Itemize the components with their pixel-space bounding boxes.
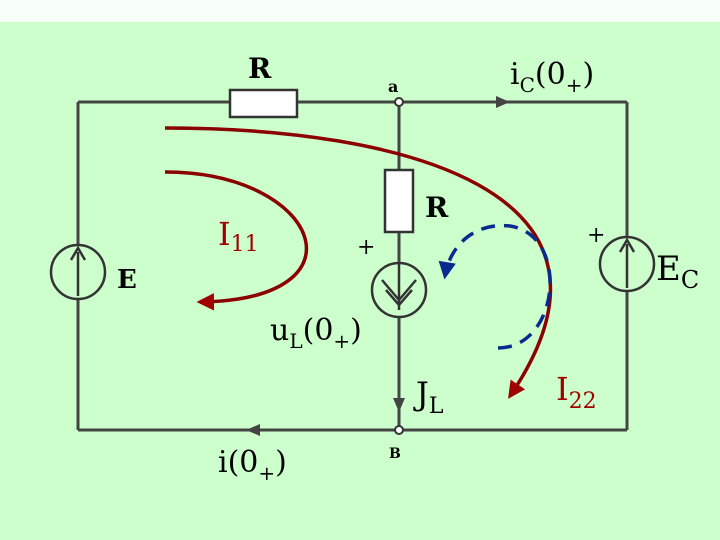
voltage-source-ec — [598, 235, 656, 293]
label-ic: iC(0+) — [510, 57, 594, 97]
label-i0: i(0+) — [218, 445, 287, 485]
label-r-top: R — [248, 52, 272, 85]
circuit-wires — [76, 100, 629, 432]
label-plus-right: + — [587, 223, 605, 248]
resistor-top — [228, 88, 299, 119]
current-source-jl — [370, 261, 428, 319]
voltage-source-e — [49, 243, 107, 301]
slide-background — [0, 22, 720, 540]
resistor-middle — [383, 168, 415, 234]
label-i11: I11 — [218, 215, 259, 257]
label-ul: uL(0+) — [270, 313, 362, 353]
label-r-middle: R — [425, 191, 449, 224]
jl-direction-arrow — [393, 398, 405, 412]
loop-current-i22-arrow — [164, 126, 553, 399]
label-node-b: B — [389, 446, 401, 462]
label-plus-left: + — [357, 235, 375, 260]
ic-direction-arrow — [496, 96, 510, 108]
i0-direction-arrow — [246, 424, 260, 436]
label-jl: JL — [413, 375, 444, 419]
label-ec: EC — [656, 249, 699, 294]
node-b-dot — [394, 425, 404, 435]
dashed-loop-arrow — [438, 223, 552, 350]
label-e: E — [117, 265, 137, 295]
label-i22: I22 — [556, 370, 597, 414]
top-strip — [0, 0, 720, 22]
loop-current-i11-arrow — [164, 170, 309, 311]
label-node-a: a — [388, 77, 398, 96]
node-a-dot — [394, 97, 404, 107]
